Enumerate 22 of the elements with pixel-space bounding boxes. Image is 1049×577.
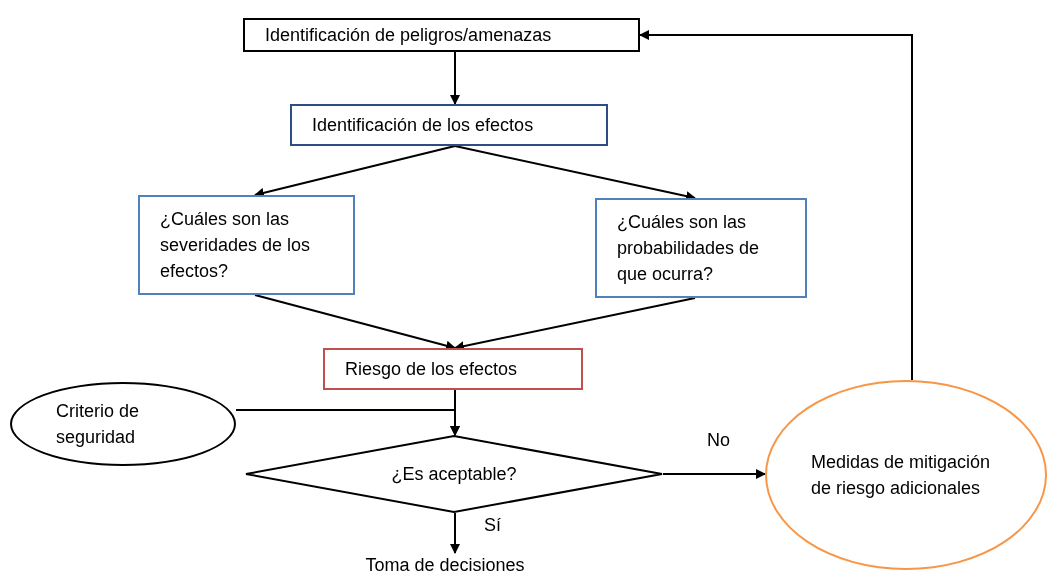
arrow xyxy=(454,145,696,201)
node-text: Identificación de peligros/amenazas xyxy=(265,23,552,47)
node-text: ¿Es aceptable? xyxy=(391,462,517,486)
node-text: ¿Cuáles son las severidades de los efectos? xyxy=(160,207,312,284)
arrow xyxy=(450,512,460,554)
node-text: Riesgo de los efectos xyxy=(345,357,518,381)
arrow xyxy=(254,145,456,198)
arrow xyxy=(450,51,460,105)
process-box xyxy=(323,348,583,390)
arrow xyxy=(639,30,913,381)
process-box xyxy=(595,198,807,298)
process-box xyxy=(290,104,608,146)
node-text: Identificación de los efectos xyxy=(312,113,534,137)
process-box xyxy=(243,18,640,52)
arrow xyxy=(254,294,456,351)
node-text: Medidas de mitigación de riesgo adicionales xyxy=(811,450,992,500)
node-text: Criterio de seguridad xyxy=(56,399,141,449)
node-text: Toma de decisiones xyxy=(365,553,525,577)
node-text: ¿Cuáles son las probabilidades de que ocurra? xyxy=(617,210,761,287)
process-box xyxy=(138,195,355,295)
arrow xyxy=(235,409,460,436)
arrow xyxy=(662,469,766,479)
